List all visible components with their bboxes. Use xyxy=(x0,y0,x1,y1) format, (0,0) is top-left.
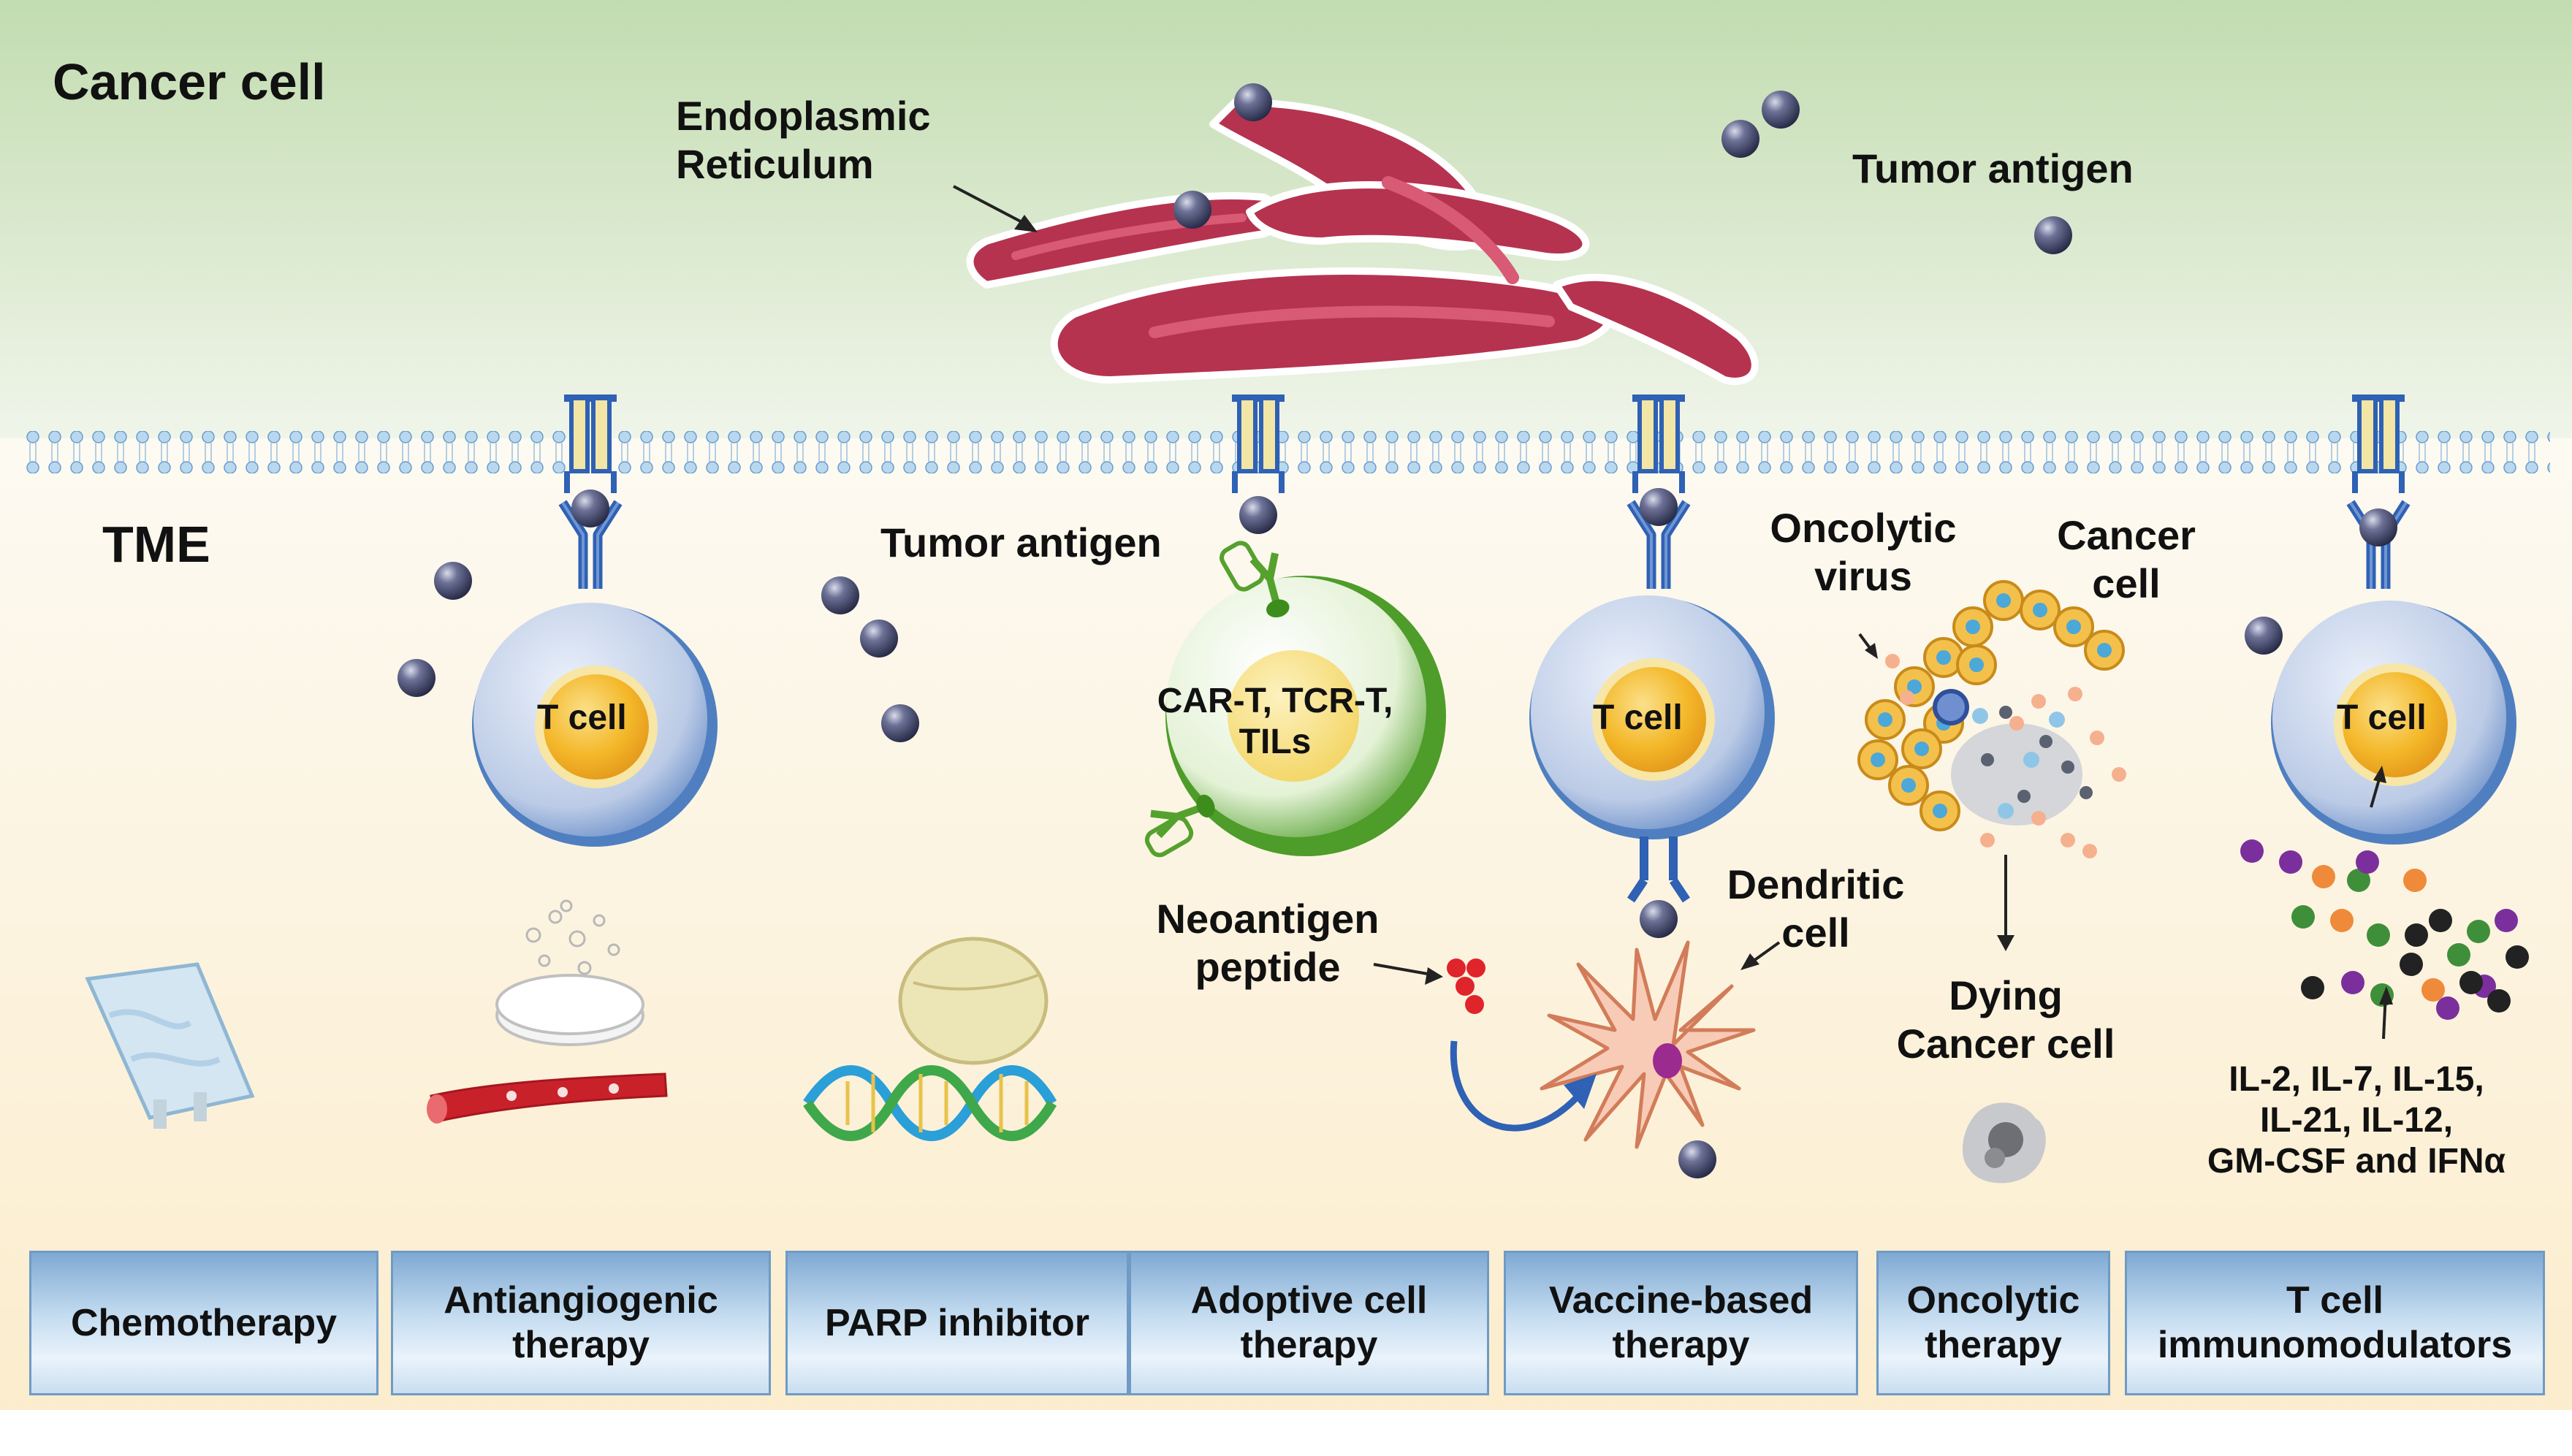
endoplasmic-reticulum xyxy=(966,99,1759,385)
oncolytic-virus-label: Oncolytic virus xyxy=(1770,505,1957,599)
dying-cancer-cell-label: Dying Cancer cell xyxy=(1896,972,2115,1067)
cancer-cell-cluster-label: Cancer cell xyxy=(2057,512,2196,606)
iv-bag-icon xyxy=(85,962,255,1129)
cell-membrane xyxy=(22,431,2550,473)
er-arrow xyxy=(953,185,1031,228)
tme-title: TME xyxy=(102,516,210,573)
tumor-antigen-top-label: Tumor antigen xyxy=(1852,145,2134,191)
er-label: Endoplasmic Reticulum xyxy=(676,93,931,187)
neoantigen-label: Neoantigen peptide xyxy=(1156,896,1380,990)
pill-icon xyxy=(427,899,668,1124)
car-t-cell xyxy=(1144,395,1446,858)
dying-cancer-cell xyxy=(1962,1102,2046,1184)
cancer-cell-title: Cancer cell xyxy=(53,53,326,110)
car-t-label: CAR-T, TCR-T, TILs xyxy=(1157,682,1393,762)
cytokine-dots xyxy=(2240,839,2529,1020)
therapy-box-parp: PARP inhibitor xyxy=(785,1251,1129,1395)
dendritic-cell xyxy=(1540,940,1756,1149)
tumor-antigen-mid-label: Tumor antigen xyxy=(880,519,1162,565)
t-cell-2-label: T cell xyxy=(1593,698,1683,737)
dna-icon xyxy=(803,1065,1057,1141)
t-cell-3-label: T cell xyxy=(2337,698,2427,737)
oncolytic-cluster xyxy=(1857,580,2126,951)
cytokines-label: IL-2, IL-7, IL-15, IL-21, IL-12, GM-CSF … xyxy=(2207,1060,2506,1181)
t-cell-1-label: T cell xyxy=(537,698,627,737)
t-cell-2 xyxy=(1529,395,1775,903)
neoantigen-peptide xyxy=(1373,958,1597,1132)
therapy-box-chemotherapy: Chemotherapy xyxy=(29,1251,378,1395)
dendritic-label: Dendritic cell xyxy=(1727,861,1905,956)
tablet-icon xyxy=(898,937,1049,1065)
